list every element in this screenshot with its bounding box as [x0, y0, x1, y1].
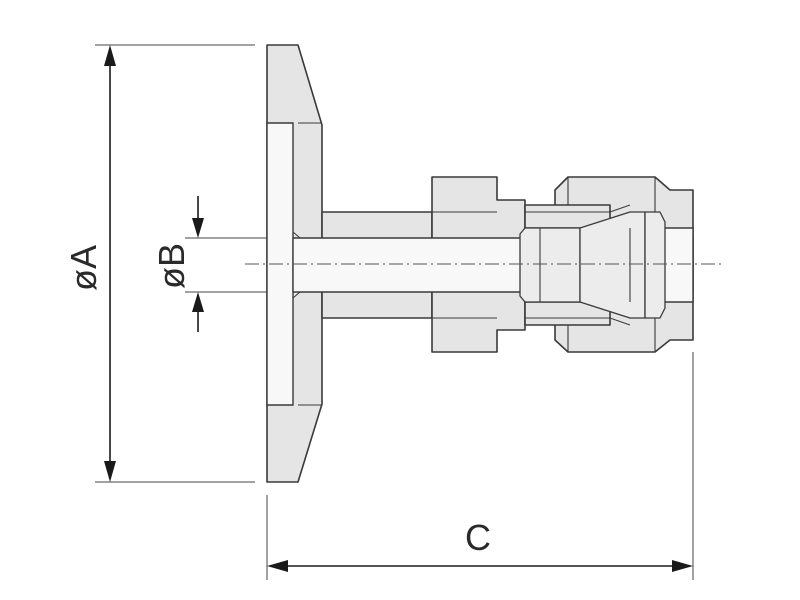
arrowhead-a-top — [104, 45, 116, 66]
dimension-label-a: øA — [63, 245, 104, 291]
front-ferrule — [519, 227, 581, 303]
dimension-label-b: øB — [151, 243, 192, 289]
nut-taper-line — [525, 204, 631, 326]
arrowhead-b-bottom — [192, 292, 204, 312]
arrowhead-c-right — [672, 560, 693, 572]
arrowhead-b-top — [192, 218, 204, 238]
dimension-label-c: C — [465, 517, 491, 558]
back-ferrule — [579, 211, 646, 319]
arrowhead-a-bottom — [104, 461, 116, 482]
arrowhead-c-left — [267, 560, 288, 572]
bore-entry-chamfer — [292, 231, 301, 299]
back-ferrule-ring — [644, 211, 666, 319]
